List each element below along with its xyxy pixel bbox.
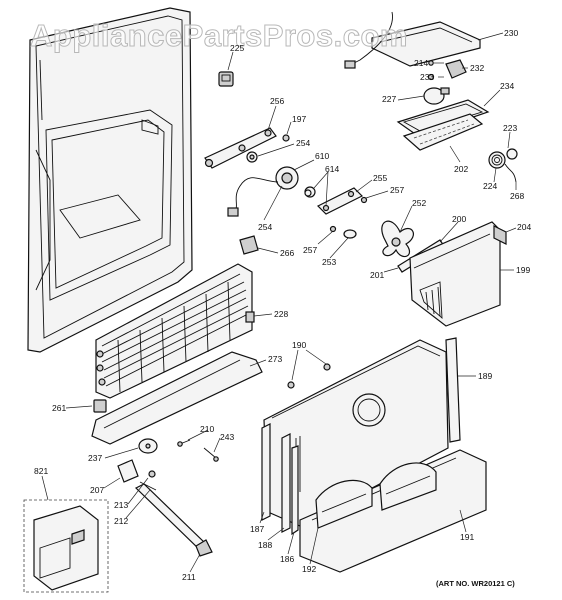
- part-228-coil: [95, 263, 255, 399]
- callout-199: 199: [516, 265, 530, 275]
- part-261-clip: [93, 399, 107, 413]
- callout-237: 237: [88, 453, 102, 463]
- part-192-duct: [315, 462, 437, 529]
- callout-211: 211: [182, 572, 196, 582]
- part-224-damper: [488, 151, 506, 169]
- part-211-drain-tube: [134, 483, 213, 557]
- callout-223: 223: [503, 123, 517, 133]
- part-213-clamp: [148, 470, 156, 478]
- part-186-strip: [291, 445, 299, 536]
- callout-253: 253: [322, 257, 336, 267]
- part-234-light-cover: [396, 99, 490, 137]
- callout-192: 192: [302, 564, 316, 574]
- callout-268: 268: [510, 191, 524, 201]
- callout-202: 202: [454, 164, 468, 174]
- callout-256: 256: [270, 96, 284, 106]
- part-257-screw-lower: [329, 225, 337, 233]
- callout-207: 207: [90, 485, 104, 495]
- callout-197: 197: [292, 114, 306, 124]
- callout-255: 255: [373, 173, 387, 183]
- part-212-heater: [139, 481, 157, 491]
- callout-189: 189: [478, 371, 492, 381]
- callout-228: 228: [274, 309, 288, 319]
- callout-233: 233: [420, 72, 434, 82]
- callout-labels: 225 230 214 232 233 227 234 256 197 254 …: [34, 28, 531, 582]
- part-207-coupling: [117, 459, 139, 483]
- callout-191: 191: [460, 532, 474, 542]
- callout-257-upper: 257: [390, 185, 404, 195]
- callout-224: 224: [483, 181, 497, 191]
- callout-186: 186: [280, 554, 294, 564]
- part-202-light-shield: [402, 113, 484, 151]
- callout-204: 204: [517, 222, 531, 232]
- part-821-assembly: [23, 499, 109, 593]
- cabinet-liner: [27, 7, 193, 353]
- callout-614: 614: [325, 164, 339, 174]
- callout-230: 230: [504, 28, 518, 38]
- callout-214: 214: [414, 58, 428, 68]
- part-254-grommet-lower: [304, 189, 312, 197]
- callout-821: 821: [34, 466, 48, 476]
- part-610-fan-motor: [227, 166, 299, 217]
- part-225-switch: [218, 71, 234, 87]
- watermark: AppliancePartsPros.com: [30, 18, 408, 53]
- callout-201: 201: [370, 270, 384, 280]
- callout-188: 188: [258, 540, 272, 550]
- callout-254-upper: 254: [296, 138, 310, 148]
- callout-243: 243: [220, 432, 234, 442]
- leader-lines: [41, 32, 517, 573]
- part-188-strip: [281, 433, 291, 533]
- part-256-bracket: [204, 127, 277, 169]
- callout-190: 190: [292, 340, 306, 350]
- part-214-screw: [428, 60, 434, 66]
- callout-252: 252: [412, 198, 426, 208]
- part-223-cover: [506, 148, 518, 160]
- callout-257-lower: 257: [303, 245, 317, 255]
- part-254-grommet-upper: [246, 151, 258, 163]
- part-230-light-housing: [344, 11, 481, 69]
- callout-261: 261: [52, 403, 66, 413]
- part-253-bushing: [343, 229, 357, 239]
- callout-234: 234: [500, 81, 514, 91]
- callout-187: 187: [250, 524, 264, 534]
- part-199-evaporator-cover: [409, 221, 501, 327]
- callout-610: 610: [315, 151, 329, 161]
- callout-254-lower: 254: [258, 222, 272, 232]
- part-187-strip: [261, 423, 271, 521]
- art-number: (ART NO. WR20121 C): [436, 579, 515, 588]
- part-268-wire: [504, 163, 517, 183]
- part-237-grommet: [138, 438, 158, 454]
- callout-225: 225: [230, 43, 244, 53]
- part-273-drain-trough: [91, 351, 263, 445]
- part-197-screw: [282, 134, 290, 142]
- part-190-screws: [287, 363, 331, 389]
- part-210-screw: [177, 439, 191, 447]
- callout-213: 213: [114, 500, 128, 510]
- callout-200: 200: [452, 214, 466, 224]
- part-232-socket: [445, 59, 467, 79]
- part-257-screw-upper: [360, 196, 368, 204]
- callout-273: 273: [268, 354, 282, 364]
- callout-227: 227: [382, 94, 396, 104]
- part-189-gasket: [445, 337, 461, 443]
- callout-266: 266: [280, 248, 294, 258]
- part-204-clip: [493, 225, 507, 245]
- callout-212: 212: [114, 516, 128, 526]
- part-614-fan-bracket: [304, 186, 364, 215]
- part-243-screw: [203, 447, 219, 462]
- callout-232: 232: [470, 63, 484, 73]
- callout-210: 210: [200, 424, 214, 434]
- part-233-clip: [427, 73, 435, 81]
- part-252-fan-blade: [381, 220, 415, 258]
- part-227-bulb: [423, 87, 450, 105]
- part-266-clip: [239, 235, 259, 255]
